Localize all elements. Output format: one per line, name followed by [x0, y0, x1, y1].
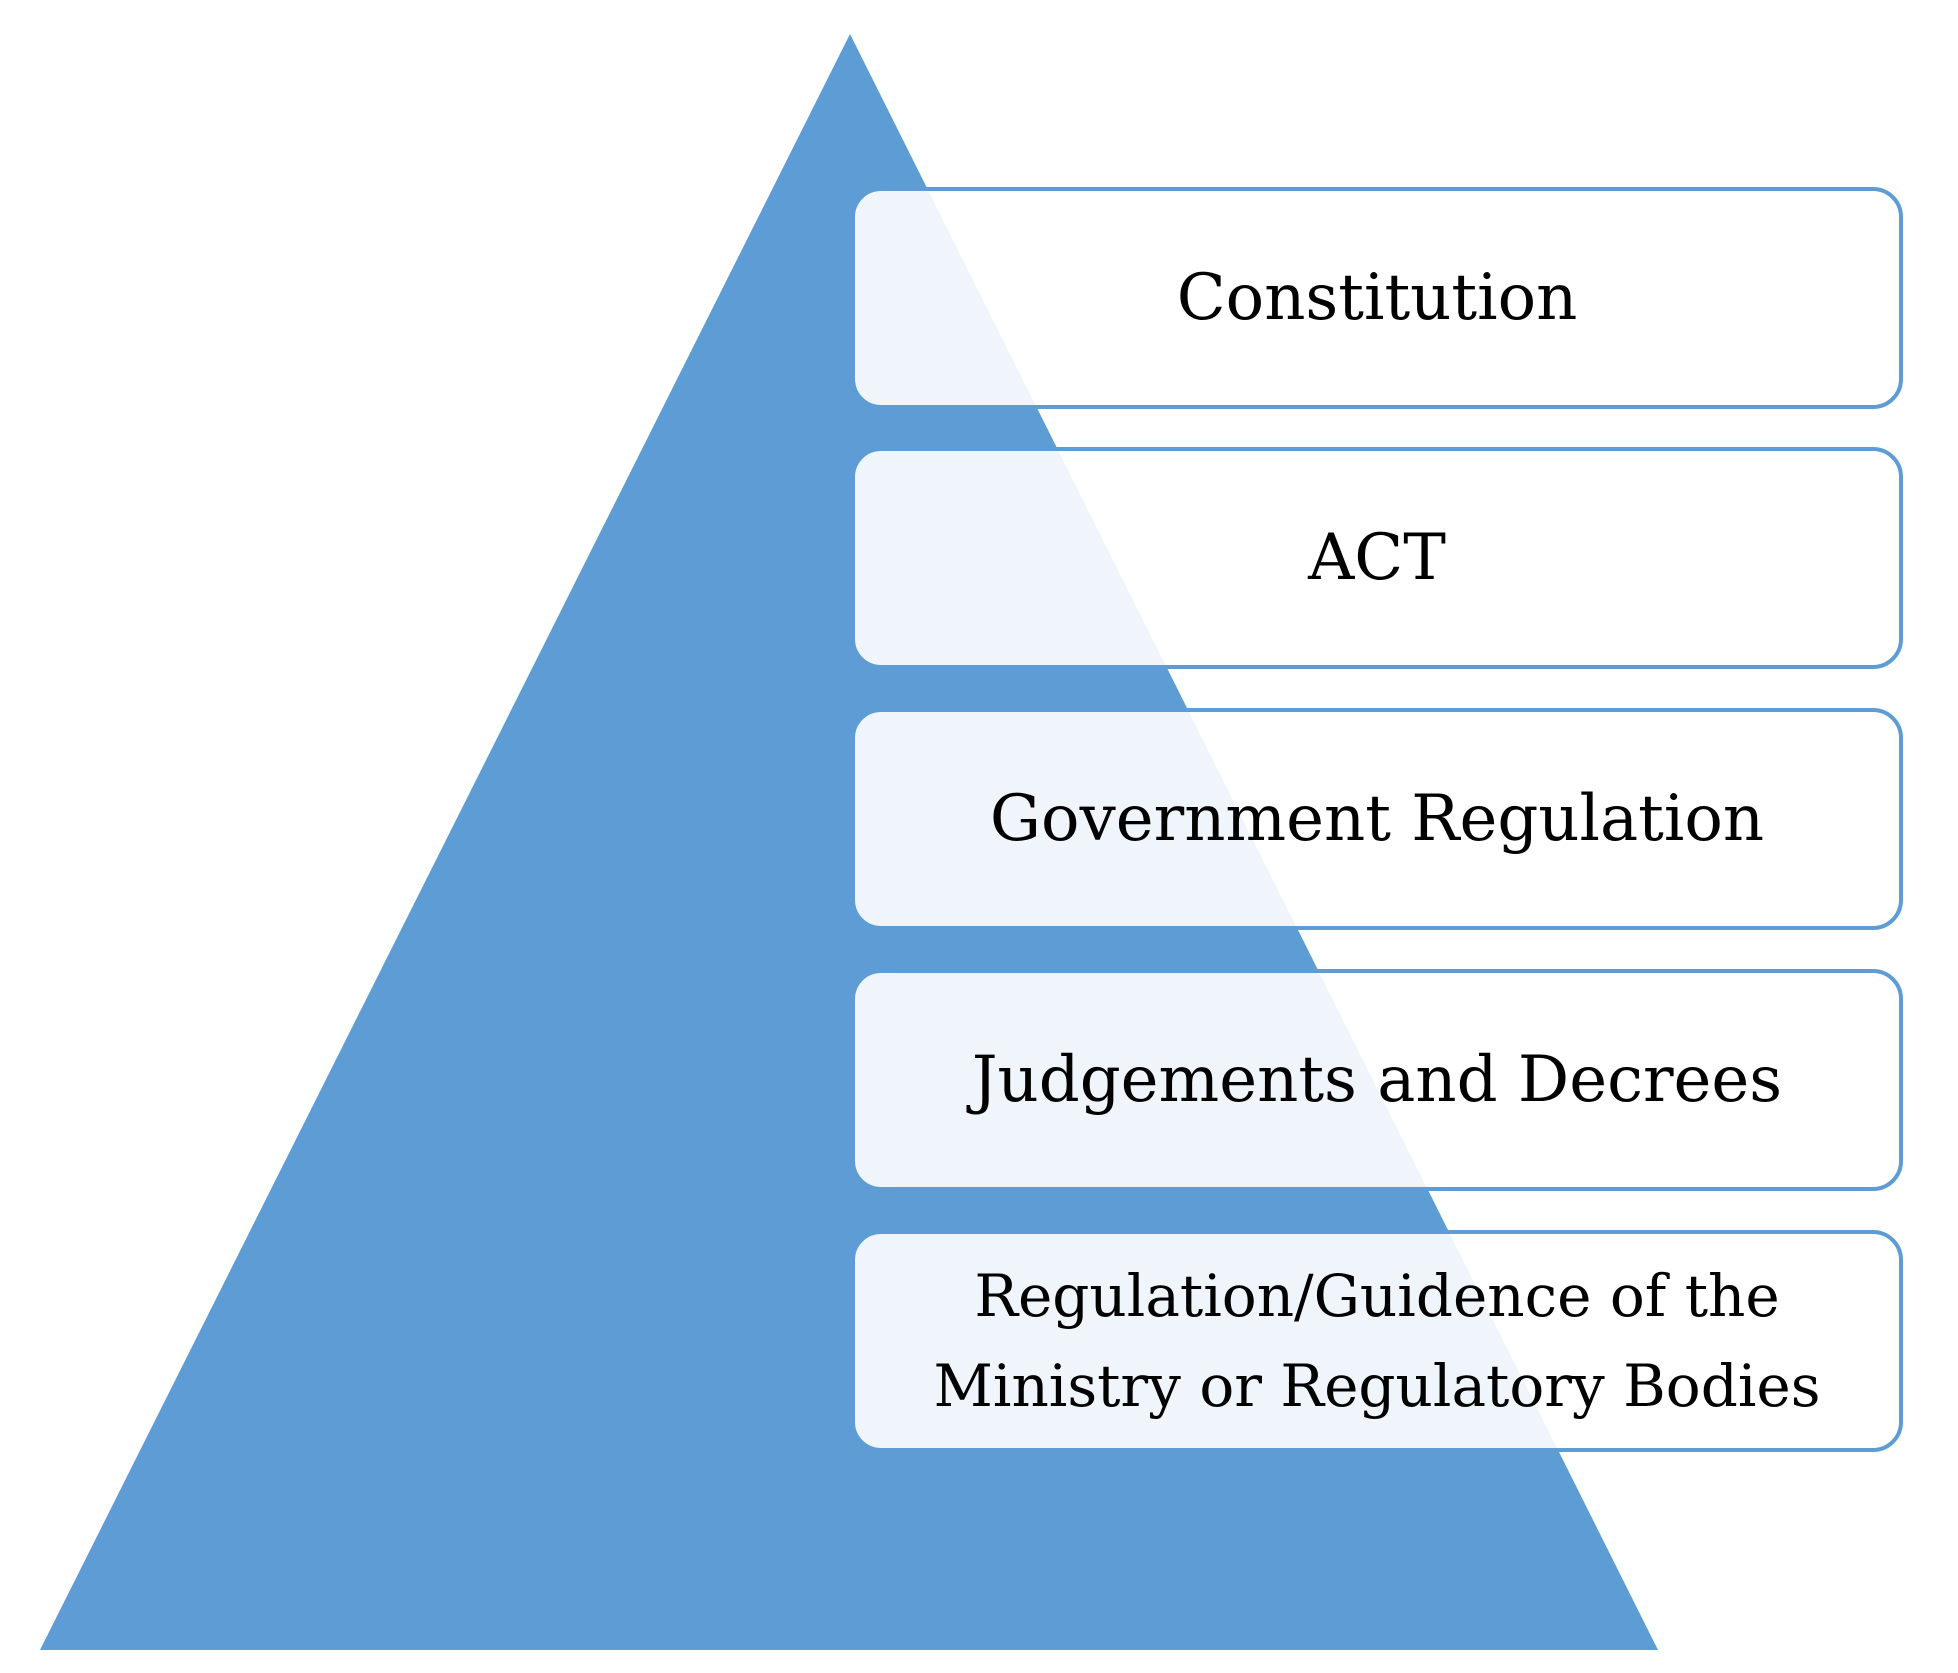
tier-label: Regulation/Guidence of the Ministry or R…: [933, 1262, 1821, 1420]
tier-ministry-regulation: Regulation/Guidence of the Ministry or R…: [851, 1230, 1903, 1452]
tier-label: Constitution: [1176, 261, 1578, 335]
tier-label: Government Regulation: [989, 782, 1765, 856]
tier-act: ACT: [851, 447, 1903, 669]
tier-label: ACT: [1308, 521, 1446, 595]
tier-label: Judgements and Decrees: [971, 1043, 1783, 1117]
tier-government-regulation: Government Regulation: [851, 708, 1903, 930]
tier-judgements-and-decrees: Judgements and Decrees: [851, 969, 1903, 1191]
tier-constitution: Constitution: [851, 187, 1903, 409]
